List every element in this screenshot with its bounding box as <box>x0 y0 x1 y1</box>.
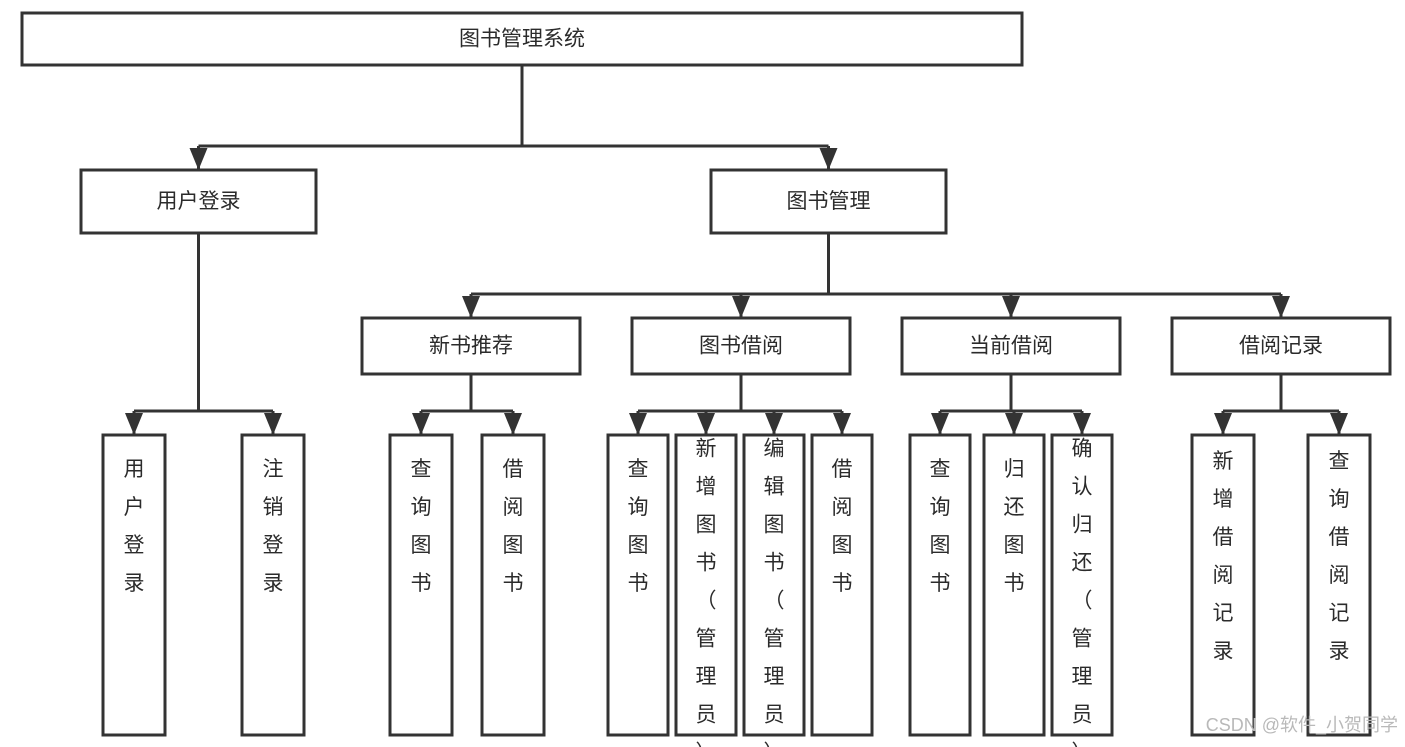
node-box[interactable] <box>240 433 306 737</box>
node-book-manage[interactable]: 图书管理 <box>709 168 948 235</box>
node-box[interactable] <box>1050 433 1114 737</box>
node-box[interactable] <box>709 168 948 235</box>
node-box[interactable] <box>674 433 738 737</box>
node-leaf-confirm-return-admin[interactable]: 确认归还（管理员） <box>1050 433 1114 747</box>
edges-layer <box>125 65 1348 435</box>
node-box[interactable] <box>810 433 874 737</box>
node-box[interactable] <box>101 433 167 737</box>
node-leaf-user-login[interactable]: 用户登录 <box>101 433 167 737</box>
node-leaf-add-book-admin[interactable]: 新增图书（管理员） <box>674 433 738 747</box>
node-leaf-return-book[interactable]: 归还图书 <box>982 433 1046 737</box>
edge-group-from-book-borrow <box>629 374 851 435</box>
nodes-layer: 图书管理系统用户登录图书管理新书推荐图书借阅当前借阅借阅记录用户登录注销登录查询… <box>20 11 1392 747</box>
node-box[interactable] <box>630 316 852 376</box>
node-leaf-logout-login[interactable]: 注销登录 <box>240 433 306 737</box>
node-box[interactable] <box>908 433 972 737</box>
node-label: 用户登录 <box>124 458 145 595</box>
edge-group-from-book-manage <box>462 233 1290 318</box>
node-box[interactable] <box>982 433 1046 737</box>
node-box[interactable] <box>388 433 454 737</box>
node-label: 查询借阅记录 <box>1329 450 1350 663</box>
node-label: 图书管理 <box>787 190 871 213</box>
node-leaf-query-book-2[interactable]: 查询图书 <box>606 433 670 737</box>
arrow-head-icon <box>732 296 750 318</box>
arrow-head-icon <box>462 296 480 318</box>
node-leaf-query-borrow-record[interactable]: 查询借阅记录 <box>1306 433 1372 737</box>
node-leaf-add-borrow-record[interactable]: 新增借阅记录 <box>1190 433 1256 737</box>
node-new-book-recommend[interactable]: 新书推荐 <box>360 316 582 376</box>
node-user-login[interactable]: 用户登录 <box>79 168 318 235</box>
node-label: 新增借阅记录 <box>1213 450 1234 663</box>
node-leaf-borrow-book-1[interactable]: 借阅图书 <box>480 433 546 737</box>
node-box[interactable] <box>79 168 318 235</box>
arrow-head-icon <box>1214 413 1232 435</box>
node-book-borrow[interactable]: 图书借阅 <box>630 316 852 376</box>
arrow-head-icon <box>931 413 949 435</box>
node-leaf-edit-book-admin[interactable]: 编辑图书（管理员） <box>742 433 806 747</box>
arrow-head-icon <box>833 413 851 435</box>
node-label: 查询图书 <box>930 458 951 595</box>
node-borrow-record[interactable]: 借阅记录 <box>1170 316 1392 376</box>
arrow-head-icon <box>1005 413 1023 435</box>
node-current-borrow[interactable]: 当前借阅 <box>900 316 1122 376</box>
arrow-head-icon <box>819 148 838 170</box>
arrow-head-icon <box>189 148 208 170</box>
arrow-head-icon <box>264 413 282 435</box>
node-box[interactable] <box>1306 433 1372 737</box>
arrow-head-icon <box>1073 413 1091 435</box>
arrow-head-icon <box>412 413 430 435</box>
arrow-head-icon <box>629 413 647 435</box>
node-label: 当前借阅 <box>969 335 1053 358</box>
arrow-head-icon <box>697 413 715 435</box>
node-root-system[interactable]: 图书管理系统 <box>20 11 1024 67</box>
node-box[interactable] <box>606 433 670 737</box>
arrow-head-icon <box>1330 413 1348 435</box>
node-label: 借阅图书 <box>832 458 853 595</box>
edge-group-from-current-borrow <box>931 374 1091 435</box>
node-label: 注销登录 <box>263 458 284 595</box>
node-label: 借阅图书 <box>503 458 524 595</box>
node-box[interactable] <box>480 433 546 737</box>
node-label: 图书借阅 <box>699 335 783 358</box>
node-label: 确认归还（管理员） <box>1072 437 1093 747</box>
node-box[interactable] <box>360 316 582 376</box>
edge-group-from-borrow-record <box>1214 374 1348 435</box>
node-label: 图书管理系统 <box>459 28 585 51</box>
node-label: 借阅记录 <box>1239 335 1323 358</box>
node-label: 查询图书 <box>411 458 432 595</box>
arrow-head-icon <box>125 413 143 435</box>
node-leaf-query-book-1[interactable]: 查询图书 <box>388 433 454 737</box>
node-box[interactable] <box>1170 316 1392 376</box>
node-leaf-borrow-book-2[interactable]: 借阅图书 <box>810 433 874 737</box>
node-box[interactable] <box>1190 433 1256 737</box>
node-box[interactable] <box>742 433 806 737</box>
edge-group-from-user-login <box>125 233 282 435</box>
node-label: 用户登录 <box>157 190 241 213</box>
node-label: 新书推荐 <box>429 335 513 358</box>
edge-group-from-new-book-recommend <box>412 374 522 435</box>
arrow-head-icon <box>1272 296 1290 318</box>
node-label: 查询图书 <box>628 458 649 595</box>
node-box[interactable] <box>20 11 1024 67</box>
node-label: 归还图书 <box>1004 458 1025 595</box>
node-label: 新增图书（管理员） <box>696 437 717 747</box>
arrow-head-icon <box>765 413 783 435</box>
node-label: 编辑图书（管理员） <box>764 437 785 747</box>
csdn-watermark: CSDN @软件_小贺同学 <box>1206 715 1398 736</box>
edge-group-from-root <box>189 65 838 170</box>
node-box[interactable] <box>900 316 1122 376</box>
node-leaf-query-book-3[interactable]: 查询图书 <box>908 433 972 737</box>
arrow-head-icon <box>504 413 522 435</box>
arrow-head-icon <box>1002 296 1020 318</box>
